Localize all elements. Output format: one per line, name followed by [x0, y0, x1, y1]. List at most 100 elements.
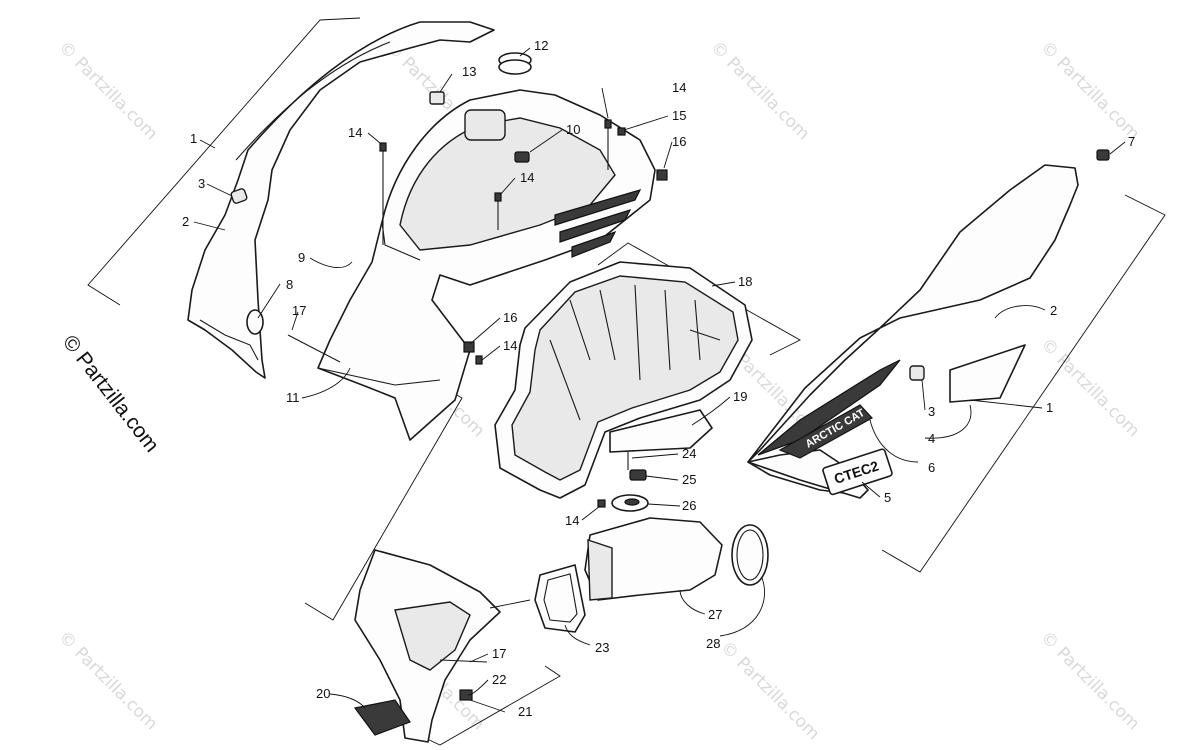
leader: [924, 404, 972, 439]
leader: [564, 624, 591, 646]
clip-22: [459, 689, 473, 701]
right-side-panel: ARCTIC CAT CTEC2: [747, 164, 1079, 499]
leader-lines: [193, 47, 1126, 713]
callout-17: 17: [492, 646, 506, 661]
callout-14: 14: [565, 513, 579, 528]
leader: [645, 475, 679, 481]
callout-14: 14: [520, 170, 534, 185]
hose-clamp-28: [731, 524, 769, 586]
clip-16-top: [656, 169, 668, 181]
callout-1: 1: [1046, 400, 1053, 415]
watermark: © Partzilla.com: [1036, 627, 1143, 734]
callout-3: 3: [928, 404, 935, 419]
callout-9: 9: [298, 250, 305, 265]
clip-15: [617, 127, 626, 136]
leader: [1109, 141, 1126, 155]
hood-vent-slats: [554, 189, 642, 258]
screw-head: [494, 192, 502, 202]
callout-13: 13: [462, 64, 476, 79]
bracket-25: [629, 469, 647, 481]
intake-port-hole: [624, 498, 640, 506]
callout-2: 2: [182, 214, 189, 229]
screw-14-bottom: [597, 499, 606, 508]
callout-8: 8: [286, 277, 293, 292]
model-badge: CTEC2: [822, 448, 893, 496]
callout-2: 2: [1050, 303, 1057, 318]
leader: [367, 132, 381, 144]
callout-10: 10: [566, 122, 580, 137]
group-bracket-right-panel: [881, 194, 1166, 573]
leader: [679, 589, 706, 615]
leader: [309, 257, 353, 268]
callout-28: 28: [706, 636, 720, 651]
leader: [257, 283, 281, 319]
leader: [663, 141, 673, 169]
leader: [969, 399, 1043, 409]
leader: [994, 305, 1046, 319]
decal-arctic-cat: [778, 404, 873, 459]
screw-head: [379, 142, 387, 152]
lower-nose-opening: [394, 601, 471, 671]
hood-gauge-pod: [464, 109, 506, 141]
callout-4: 4: [928, 431, 935, 446]
screw-17-left: [287, 334, 341, 363]
callout-15: 15: [672, 108, 686, 123]
screw-14-mid2: [475, 355, 483, 365]
callout-14: 14: [672, 80, 686, 95]
screw-head: [604, 119, 612, 129]
callout-21: 21: [518, 704, 532, 719]
left-side-panel-shape: [187, 21, 495, 379]
left-panel-crease-lower: [199, 319, 259, 361]
leader: [519, 47, 531, 57]
right-side-panel-shape: [747, 164, 1079, 496]
leader: [469, 699, 506, 713]
leader: [199, 139, 216, 149]
callout-1: 1: [190, 131, 197, 146]
watermark: © Partzilla.com: [1036, 37, 1143, 144]
leader: [301, 367, 351, 399]
callout-22: 22: [492, 672, 506, 687]
lower-nose: [353, 549, 501, 743]
hose-clamp-inner: [736, 529, 764, 581]
callout-17: 17: [292, 303, 306, 318]
screw-17-bottom: [439, 659, 488, 663]
leader: [193, 221, 226, 231]
hardware: [287, 119, 1110, 365]
callout-18: 18: [738, 274, 752, 289]
leader: [206, 183, 233, 197]
hood-crease: [317, 367, 441, 386]
callout-26: 26: [682, 498, 696, 513]
leader: [499, 177, 516, 196]
leader: [869, 419, 919, 463]
callout-12: 12: [534, 38, 548, 53]
leader: [719, 577, 765, 637]
callout-7: 7: [1128, 134, 1135, 149]
callout-23: 23: [595, 640, 609, 655]
callout-27: 27: [708, 607, 722, 622]
intake-duct: [534, 452, 769, 633]
leader: [439, 73, 453, 93]
watermark: © Partzilla.com: [54, 627, 161, 734]
duct-seal-inner: [543, 573, 578, 623]
leader: [623, 115, 669, 131]
watermark: © Partzilla.com: [716, 637, 823, 744]
leader: [469, 317, 501, 345]
callout-14: 14: [348, 125, 362, 140]
callout-20: 20: [316, 686, 330, 701]
air-box-interior: [511, 275, 739, 481]
left-panel-tab: [230, 188, 248, 204]
hood-clip: [514, 151, 530, 163]
callout-19: 19: [733, 389, 747, 404]
callout-25: 25: [682, 472, 696, 487]
hood-pad-13: [429, 91, 445, 105]
watermark: © Partzilla.com: [1036, 334, 1143, 441]
leader: [861, 481, 881, 498]
callout-14: 14: [503, 338, 517, 353]
right-panel-tab: [909, 365, 925, 381]
leader: [647, 503, 681, 507]
air-box-baffles: [549, 284, 721, 421]
leader: [601, 87, 609, 119]
watermark: © Partzilla.com: [706, 37, 813, 144]
intake-duct-opening: [587, 539, 613, 601]
